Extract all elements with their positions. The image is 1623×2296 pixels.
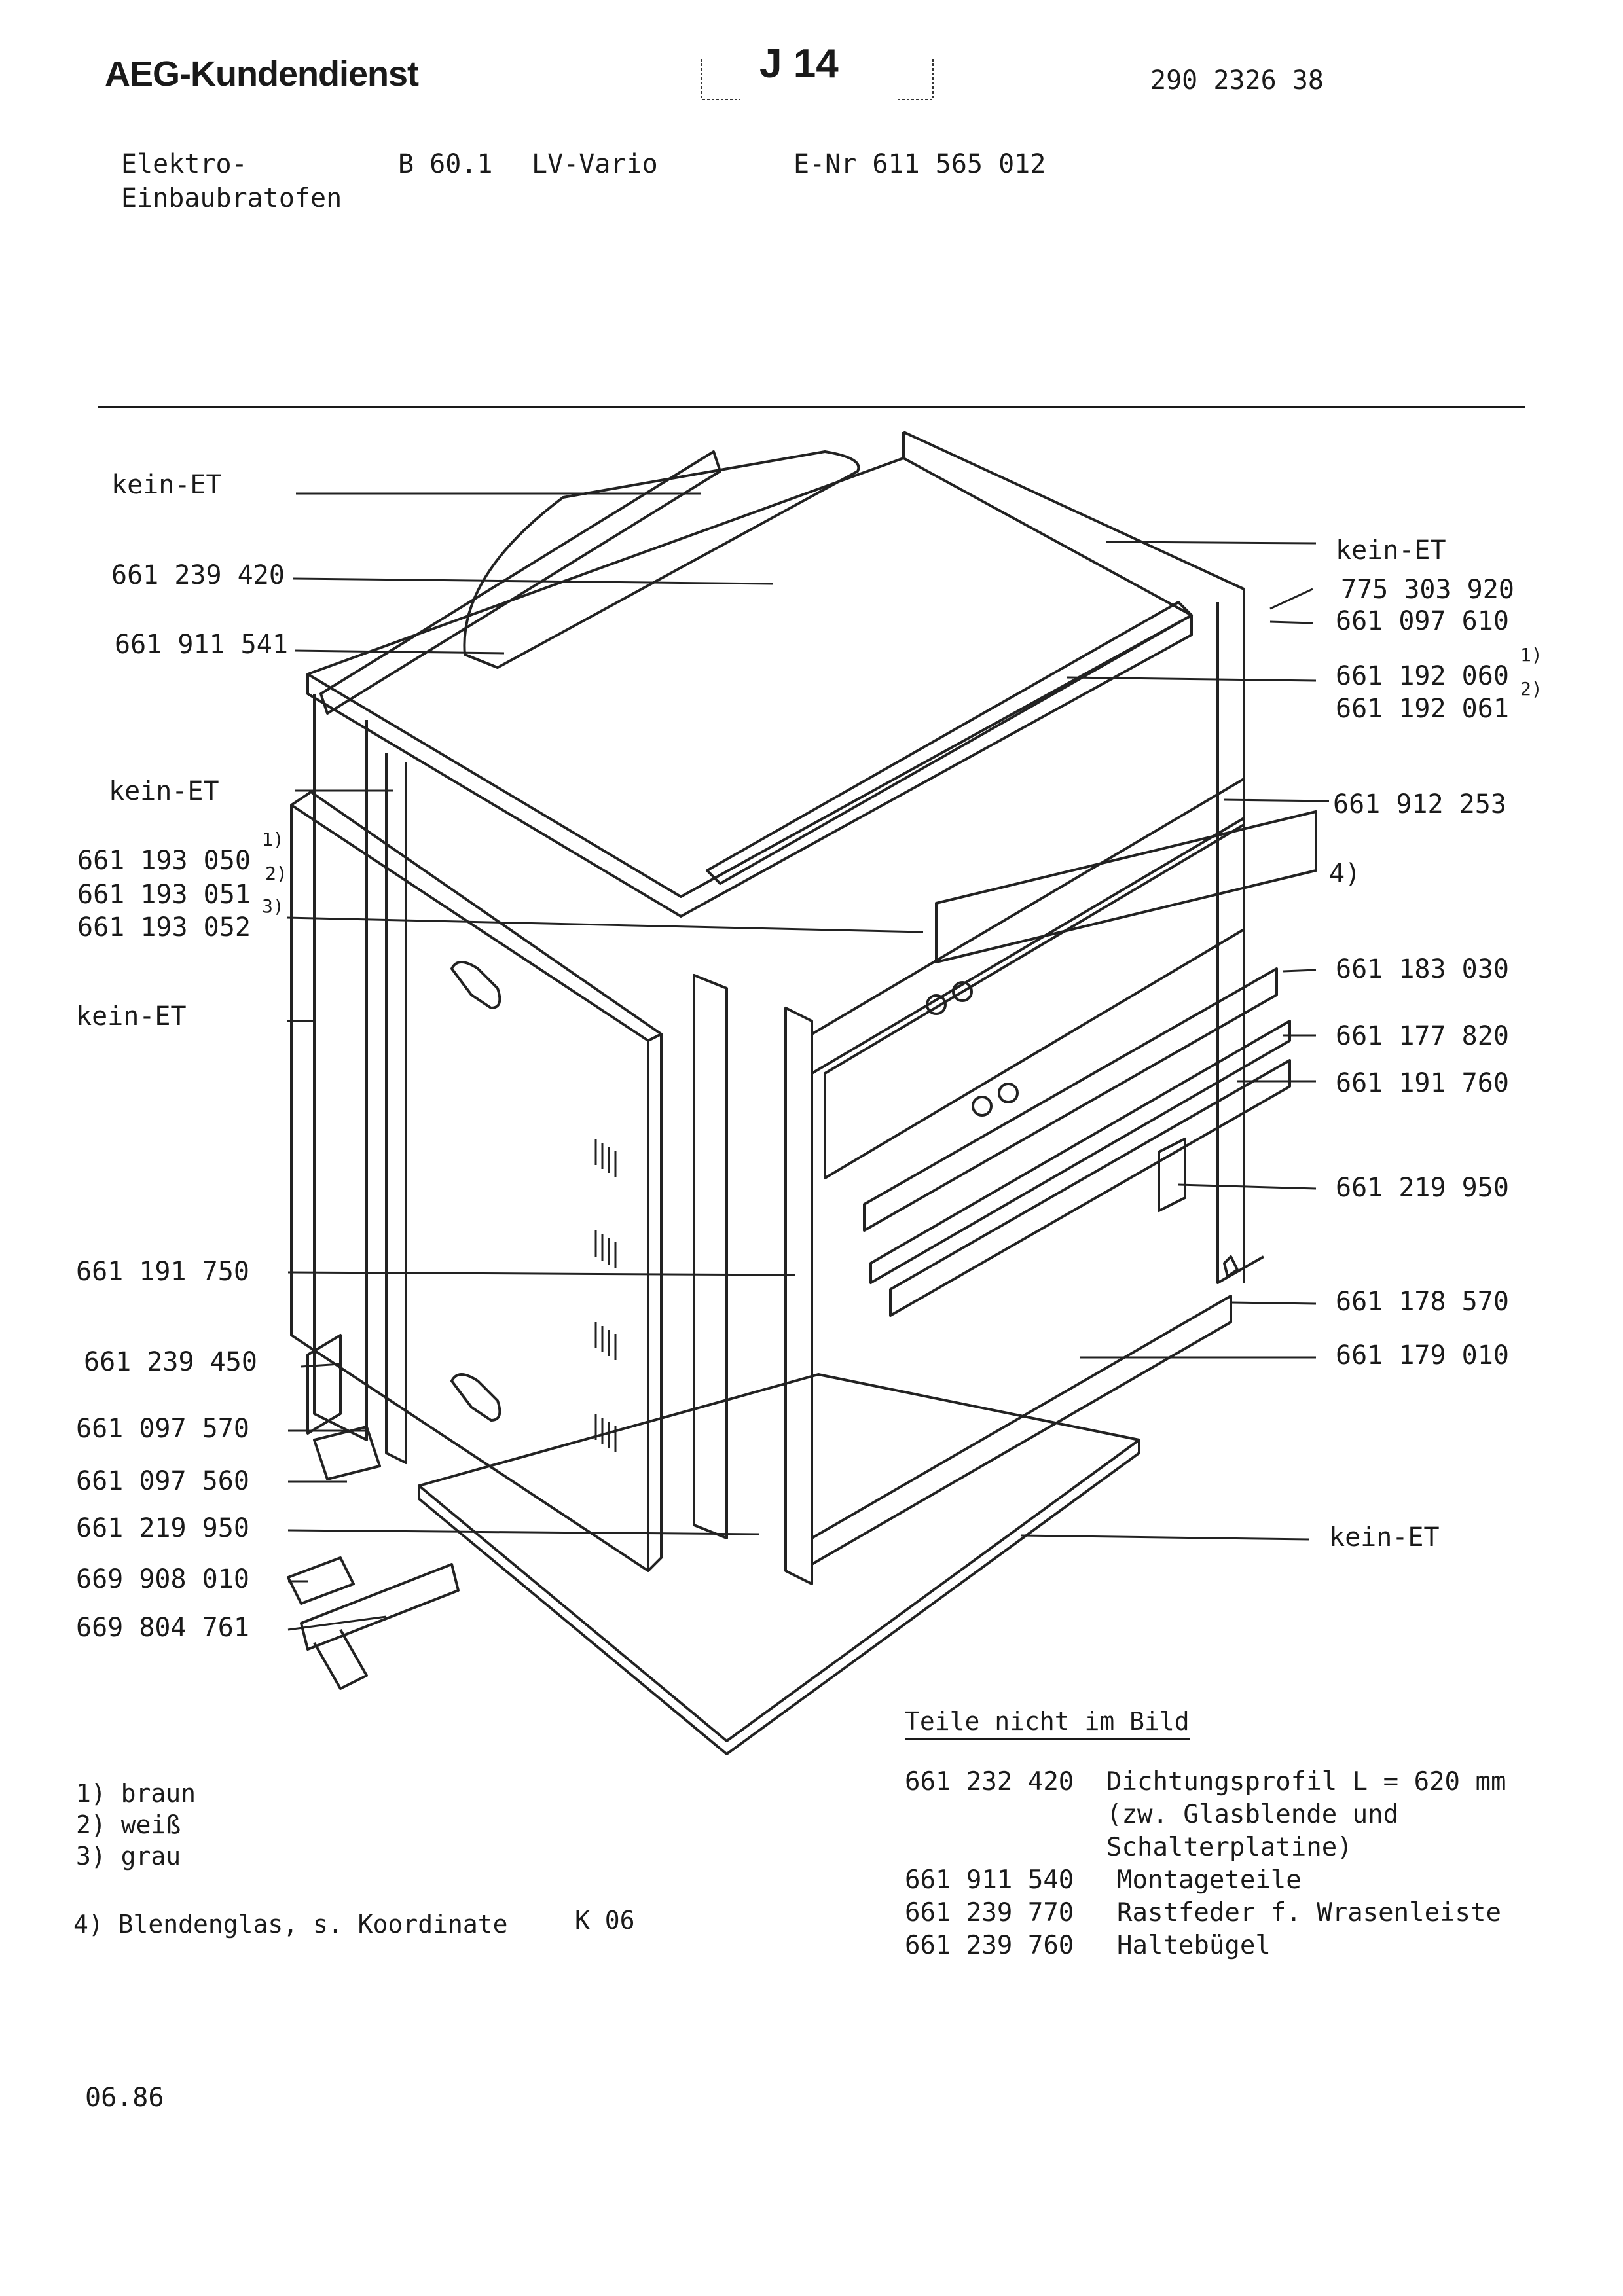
top-cover-part <box>306 457 1193 898</box>
lower-rail-2 <box>869 1020 1291 1284</box>
e-number: E-Nr 611 565 012 <box>793 149 1046 179</box>
part-sup-right-4: 1) <box>1520 644 1542 666</box>
part-label-left-4: kein-ET <box>109 776 219 806</box>
part-label-right-5: 661 192 061 <box>1336 694 1509 724</box>
part-label-left-5: 661 193 050 <box>77 846 251 876</box>
part-label-right-9: 661 177 820 <box>1336 1021 1509 1051</box>
part-label-right-6: 661 912 253 <box>1333 789 1506 819</box>
part-label-left-1: kein-ET <box>111 470 222 500</box>
sheet-code: J 14 <box>759 41 839 86</box>
part-label-right-14: kein-ET <box>1329 1522 1440 1552</box>
part-label-left-7: 661 193 052 <box>77 912 251 942</box>
part-label-left-6: 661 193 051 <box>77 880 251 910</box>
part-label-right-7: 4) <box>1329 859 1361 889</box>
legend-3: 3) grau <box>76 1842 181 1871</box>
not-in-picture-title: Teile nicht im Bild <box>905 1707 1190 1740</box>
legend-1: 1) braun <box>76 1779 196 1808</box>
legend-2: 2) weiß <box>76 1810 181 1839</box>
nip-code-4: 661 911 540 <box>905 1865 1074 1895</box>
control-panel-frame <box>811 778 1245 1075</box>
lower-rail-1 <box>863 967 1278 1232</box>
part-label-right-8: 661 183 030 <box>1336 954 1509 984</box>
header-rule <box>98 406 1525 408</box>
part-label-left-9: 661 191 750 <box>76 1257 249 1287</box>
glass-panel <box>935 810 1317 963</box>
part-label-left-2: 661 239 420 <box>111 560 285 590</box>
product-type-line1: Elektro- <box>121 149 247 179</box>
nip-code-1: 661 232 420 <box>905 1767 1074 1797</box>
part-label-left-12: 661 097 560 <box>76 1466 249 1496</box>
hinge-part <box>300 1563 460 1651</box>
part-label-right-2: 775 303 920 <box>1341 575 1514 605</box>
part-label-right-3: 661 097 610 <box>1336 606 1509 636</box>
part-label-right-1: kein-ET <box>1336 535 1446 565</box>
product-type-line2: Einbaubratofen <box>121 183 342 213</box>
part-label-left-15: 669 804 761 <box>76 1613 249 1643</box>
base-plate <box>418 1373 1140 1742</box>
part-label-right-12: 661 178 570 <box>1336 1287 1509 1317</box>
nip-desc-5: Rastfeder f. Wrasenleiste <box>1117 1898 1501 1928</box>
front-frame-post <box>693 974 728 1539</box>
document-number: 290 2326 38 <box>1150 65 1324 96</box>
issue-date: 06.86 <box>85 2083 164 2113</box>
model-variant: LV-Vario <box>532 149 658 179</box>
part-label-right-4: 661 192 060 <box>1336 661 1509 691</box>
nip-desc-6: Haltebügel <box>1117 1931 1271 1960</box>
part-label-right-10: 661 191 760 <box>1336 1068 1509 1098</box>
part-label-left-8: kein-ET <box>76 1001 187 1031</box>
part-sup-left-5: 1) <box>262 829 284 850</box>
note-4-reference: K 06 <box>575 1906 635 1935</box>
part-label-left-10: 661 239 450 <box>84 1347 257 1377</box>
nip-desc-2: (zw. Glasblende und <box>1106 1800 1399 1829</box>
note-4: 4) Blendenglas, s. Koordinate <box>73 1910 508 1939</box>
sheet-code-brackets <box>701 59 934 100</box>
part-label-left-13: 661 219 950 <box>76 1513 249 1543</box>
brand-title: AEG-Kundendienst <box>105 54 419 94</box>
model-number: B 60.1 <box>398 149 493 179</box>
part-sup-left-6: 2) <box>265 863 287 884</box>
front-frame-left <box>784 1007 813 1585</box>
part-label-right-11: 661 219 950 <box>1336 1173 1509 1203</box>
part-sup-left-7: 3) <box>262 895 284 917</box>
part-label-right-13: 661 179 010 <box>1336 1340 1509 1371</box>
part-label-left-14: 669 908 010 <box>76 1564 249 1594</box>
nip-desc-4: Montageteile <box>1117 1865 1302 1895</box>
part-sup-right-5: 2) <box>1520 678 1542 700</box>
nip-code-5: 661 239 770 <box>905 1898 1074 1928</box>
nip-desc-1: Dichtungsprofil L = 620 mm <box>1106 1767 1506 1797</box>
part-label-left-11: 661 097 570 <box>76 1414 249 1444</box>
nip-desc-3: Schalterplatine) <box>1106 1833 1353 1862</box>
nip-code-6: 661 239 760 <box>905 1931 1074 1960</box>
part-label-left-3: 661 911 541 <box>115 630 288 660</box>
rear-frame-right <box>903 431 1245 1283</box>
